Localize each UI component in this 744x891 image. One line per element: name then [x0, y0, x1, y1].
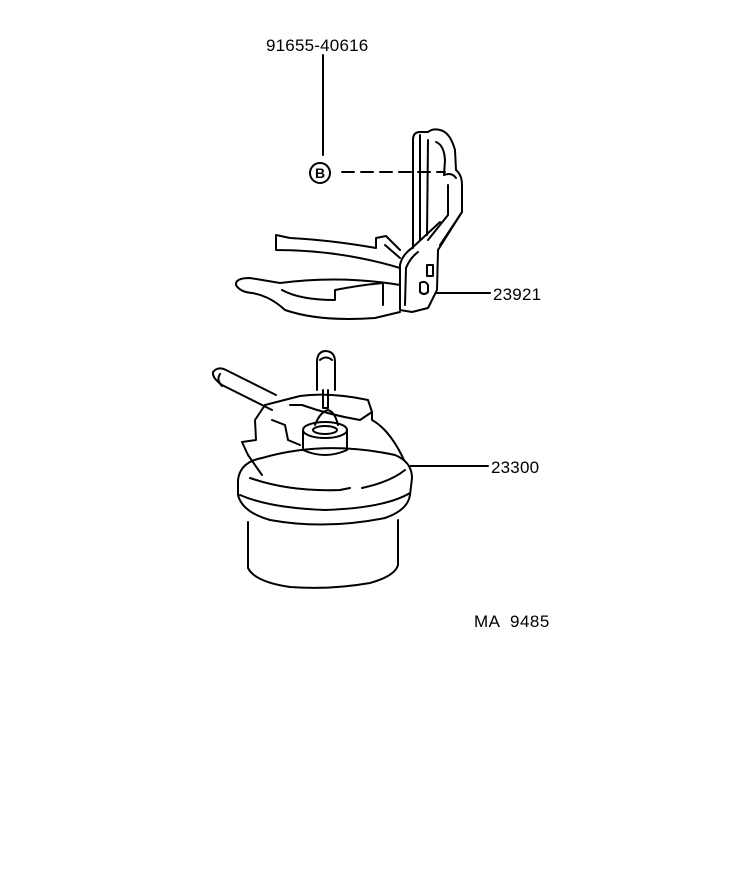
part-number-bolt: 91655-40616 [266, 36, 369, 55]
fuel-filter-drawing [211, 350, 413, 589]
part-number-fuel-filter: 23300 [491, 458, 540, 477]
part-number-bracket: 23921 [493, 285, 542, 304]
callout-b-icon: B [309, 162, 331, 184]
bracket-drawing [234, 128, 463, 320]
diagram-reference-code: MA 9485 [474, 612, 550, 631]
bolt-leader-line [322, 54, 446, 173]
